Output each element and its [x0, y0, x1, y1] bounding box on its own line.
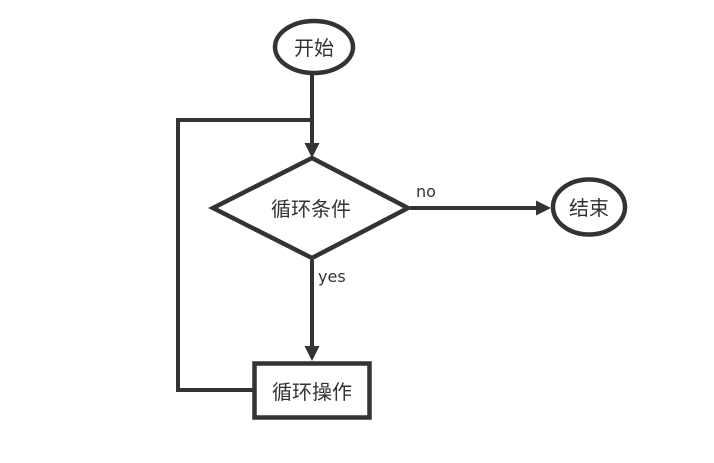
arrowhead-into-end	[536, 200, 551, 216]
edge-label-no: no	[416, 182, 436, 201]
arrowhead-into-operation	[304, 346, 320, 361]
edge-label-yes: yes	[318, 267, 346, 286]
start-node-label: 开始	[294, 36, 334, 60]
start-node	[272, 18, 356, 76]
condition-node	[208, 155, 413, 261]
operation-node-label: 循环操作	[272, 380, 352, 404]
end-node	[550, 177, 628, 237]
arrowhead-into-condition	[304, 143, 320, 158]
end-node-label: 结束	[569, 196, 609, 220]
edge-operation-loopback	[176, 118, 312, 392]
operation-node	[252, 361, 372, 420]
condition-node-label: 循环条件	[271, 197, 351, 221]
